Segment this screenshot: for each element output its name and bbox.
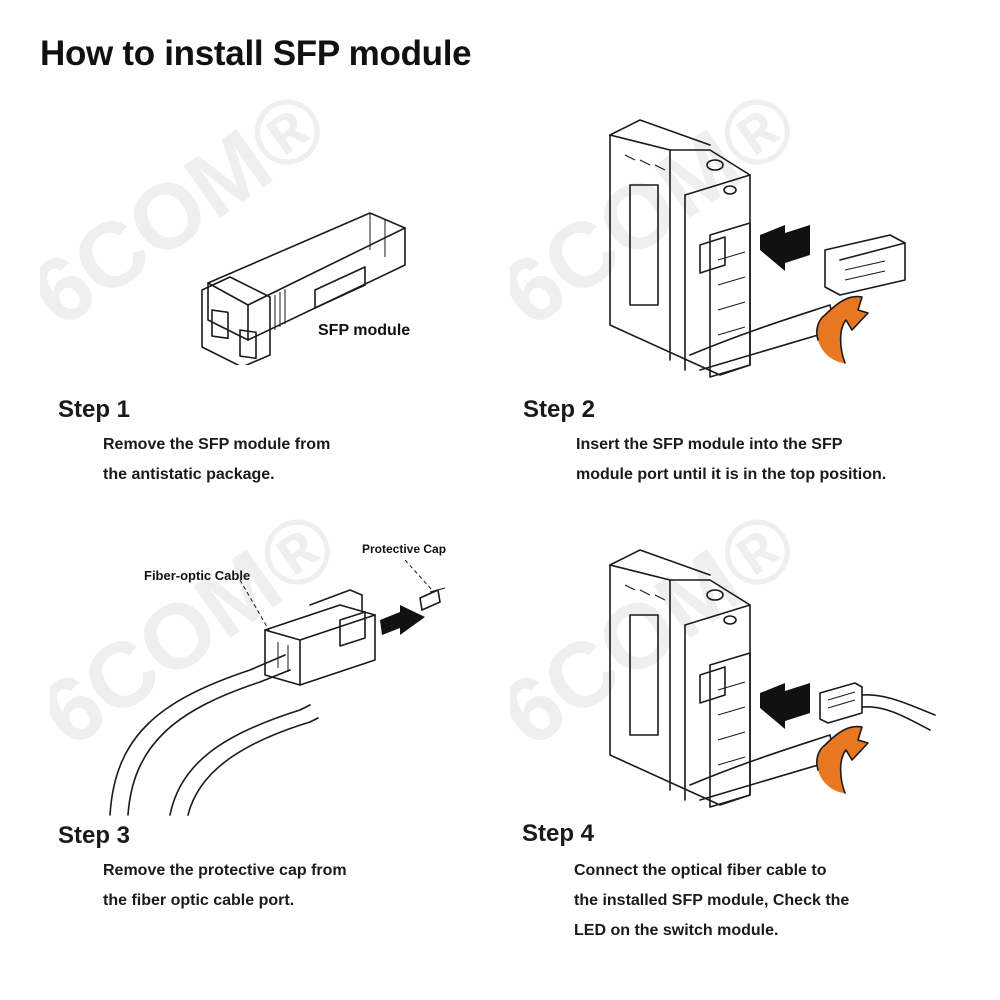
step-4-line-1: Connect the optical fiber cable to: [574, 862, 827, 879]
step-2-text: Insert the SFP module into the SFP modul…: [576, 430, 886, 490]
step-3-line-1: Remove the protective cap from: [103, 862, 347, 879]
step-1-line-2: the antistatic package.: [103, 466, 275, 483]
step-1-line-1: Remove the SFP module from: [103, 436, 331, 453]
switch-insert-illustration: [609, 119, 906, 378]
protective-cap-label: Protective Cap: [362, 542, 447, 556]
switch-connect-illustration: [609, 549, 936, 808]
step-4-line-2: the installed SFP module, Check the: [574, 892, 850, 909]
step-4-text: Connect the optical fiber cable to the i…: [574, 856, 849, 946]
step-4-title: Step 4: [522, 820, 595, 847]
step-3-title: Step 3: [58, 822, 131, 849]
step-2-title: Step 2: [523, 396, 596, 423]
watermark-top-right: 6COM®: [510, 90, 815, 346]
fiber-optic-cable-label: Fiber-optic Cable: [144, 568, 251, 583]
step-4-line-3: LED on the switch module.: [574, 922, 779, 939]
step-2-line-2: module port until it is in the top posit…: [576, 466, 887, 483]
step-3-line-2: the fiber optic cable port.: [103, 892, 295, 909]
fiber-cable-illustration: [109, 560, 446, 816]
watermark-top-left: 6COM®: [40, 90, 345, 346]
watermark-bottom-right: 6COM®: [510, 510, 815, 766]
step-2-line-1: Insert the SFP module into the SFP: [576, 436, 843, 453]
sfp-module-label: SFP module: [318, 322, 411, 339]
step-1-title: Step 1: [58, 396, 131, 423]
sfp-module-illustration: [201, 212, 406, 365]
step-3-text: Remove the protective cap from the fiber…: [103, 856, 347, 916]
page-title: How to install SFP module: [40, 34, 472, 73]
step-1-text: Remove the SFP module from the antistati…: [103, 430, 330, 490]
